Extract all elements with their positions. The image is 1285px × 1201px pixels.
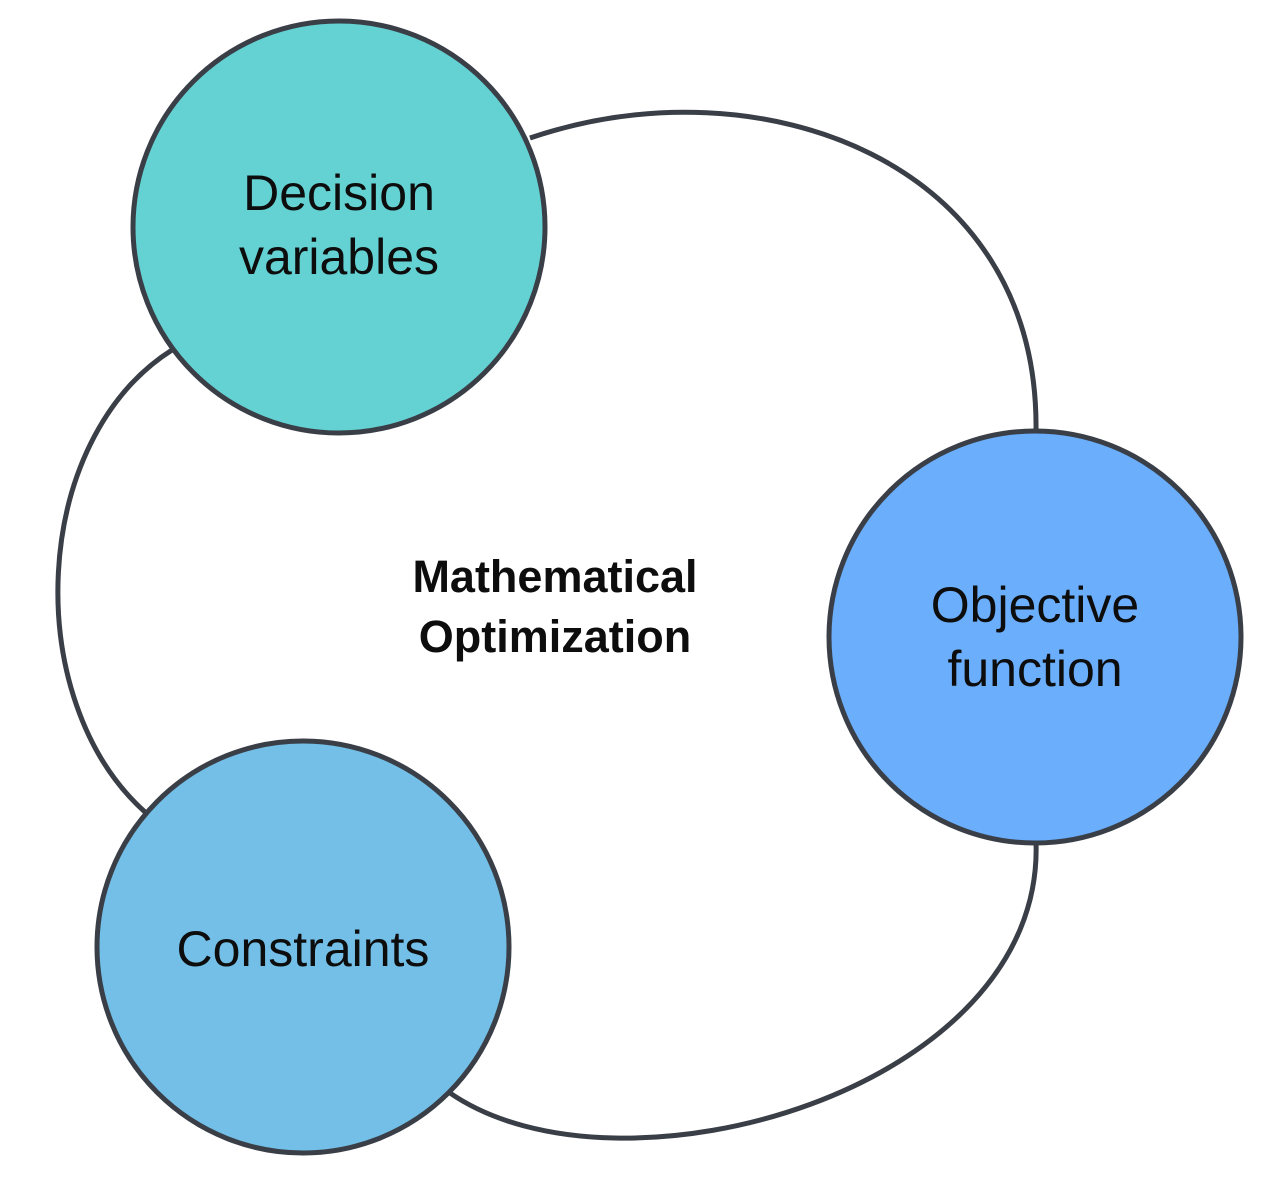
center-title-line1: Mathematical [412,551,697,602]
objective-function-label-line2: function [947,641,1122,697]
node-objective-function: Objective function [826,428,1244,846]
constraints-label: Constraints [177,921,430,977]
ring-arc-top-right [529,109,1039,433]
decision-variables-label-line1: Decision [243,165,435,221]
ring-arc-left [55,347,174,814]
node-decision-variables: Decision variables [130,18,548,436]
center-title: Mathematical Optimization [412,551,697,662]
objective-function-circle [826,428,1244,846]
center-title-line2: Optimization [419,611,691,662]
node-constraints: Constraints [94,738,512,1156]
objective-function-label-line1: Objective [931,577,1139,633]
decision-variables-circle [130,18,548,436]
decision-variables-label-line2: variables [239,229,439,285]
ring-arc-bottom-right [448,841,1039,1141]
constraints-circle [94,738,512,1156]
